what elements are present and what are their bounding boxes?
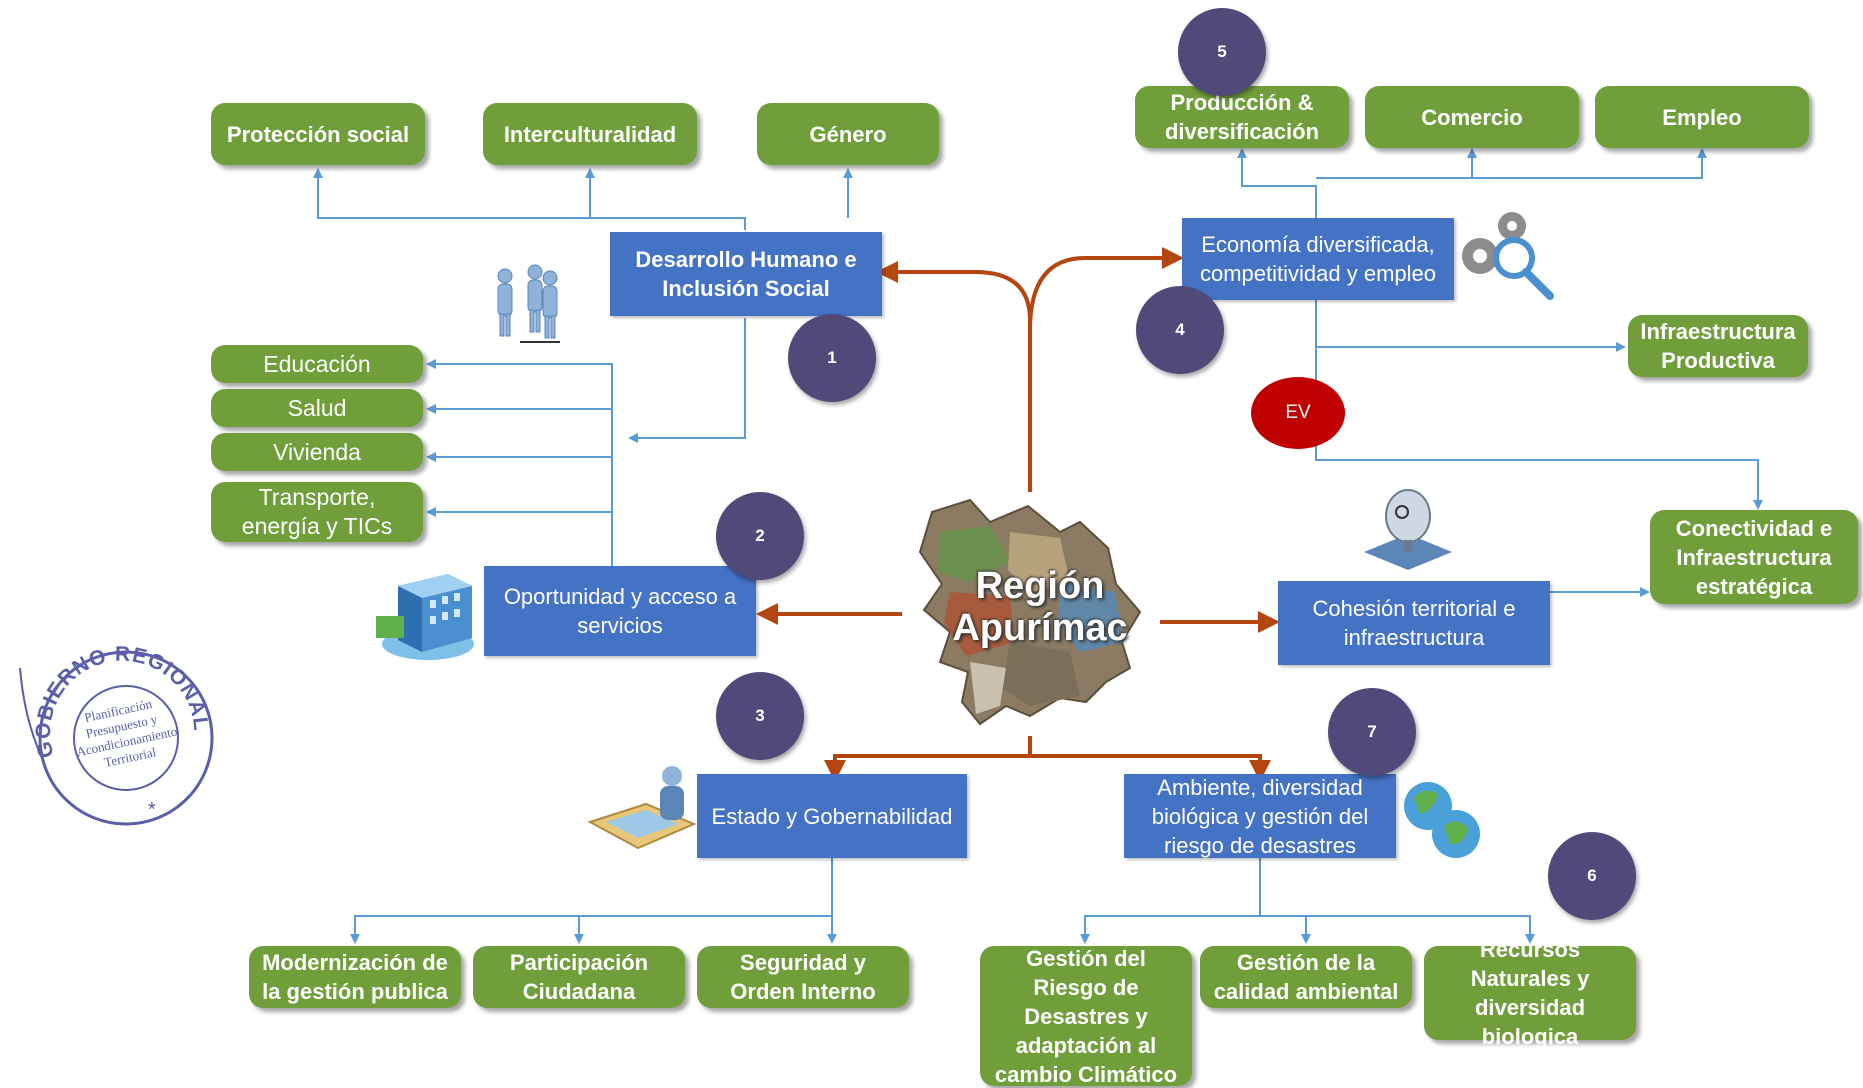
axis-ambiente: Ambiente, diversidad biológica y gestión… xyxy=(1124,774,1396,858)
number-circle-7: 7 xyxy=(1328,688,1416,776)
building-icon xyxy=(376,574,474,660)
number-circle-1: 1 xyxy=(788,314,876,402)
axis-ambiente-label: Ambiente, diversidad biológica y gestión… xyxy=(1151,774,1369,858)
gestion-riesgo-box: Gestión del Riesgo de Desastres y adapta… xyxy=(980,945,1192,1087)
people-group-icon xyxy=(497,264,560,343)
axis-desarrollo-humano: Desarrollo Humano e Inclusión Social xyxy=(610,232,882,316)
infraestructura-productiva-label: Infraestructura Productiva xyxy=(1640,319,1796,373)
genero-box: Género xyxy=(757,103,939,165)
gestion-riesgo-label: Gestión del Riesgo de Desastres y adapta… xyxy=(994,945,1178,1087)
modernizacion-label: Modernización de la gestión publica xyxy=(262,950,448,1004)
axis-desarrollo-humano-label: Desarrollo Humano e Inclusión Social xyxy=(635,247,857,301)
number-7-label: 7 xyxy=(1367,722,1377,741)
official-seal-stamp: GOBIERNO REGIONAL APURIMAC Planificación… xyxy=(18,638,214,826)
number-circle-2: 2 xyxy=(716,492,804,580)
genero-label: Género xyxy=(809,121,887,147)
globes-icon xyxy=(1404,782,1480,858)
number-circle-3: 3 xyxy=(716,672,804,760)
satellite-dish-icon xyxy=(1364,489,1452,570)
axis-estado-gobernabilidad-label: Estado y Gobernabilidad xyxy=(711,803,953,829)
comercio-label: Comercio xyxy=(1421,104,1523,130)
empleo-label: Empleo xyxy=(1662,104,1742,130)
axis-cohesion-territorial: Cohesión territorial e infraestructura xyxy=(1278,581,1550,665)
empleo-box: Empleo xyxy=(1595,86,1809,148)
axis-economia: Economía diversificada, competitividad y… xyxy=(1182,218,1454,300)
number-6-label: 6 xyxy=(1587,866,1597,885)
axis-estado-gobernabilidad: Estado y Gobernabilidad xyxy=(697,774,967,858)
infraestructura-productiva-box: Infraestructura Productiva xyxy=(1628,315,1808,377)
number-2-label: 2 xyxy=(755,526,765,545)
participacion-label: Participación Ciudadana xyxy=(509,950,649,1004)
axis-oportunidad-servicios-label: Oportunidad y acceso a servicios xyxy=(503,584,737,638)
axis-oportunidad-servicios: Oportunidad y acceso a servicios xyxy=(484,566,756,656)
recursos-naturales-box: Recursos Naturales y diversidad biologic… xyxy=(1424,937,1636,1049)
calidad-ambiental-box: Gestión de la calidad ambiental xyxy=(1200,946,1412,1008)
person-with-map-icon xyxy=(587,766,697,850)
seguridad-label: Seguridad y Orden Interno xyxy=(730,950,876,1004)
modernizacion-box: Modernización de la gestión publica xyxy=(249,946,461,1008)
participacion-box: Participación Ciudadana xyxy=(473,946,685,1008)
seguridad-box: Seguridad y Orden Interno xyxy=(697,946,909,1008)
number-1-label: 1 xyxy=(827,348,837,367)
proteccion-social-box: Protección social xyxy=(211,103,425,165)
proteccion-social-label: Protección social xyxy=(226,121,410,147)
gears-magnifier-icon xyxy=(1462,212,1554,300)
number-circle-4: 4 xyxy=(1136,286,1224,374)
transporte-box: Transporte, energía y TICs xyxy=(211,482,423,542)
educacion-label: Educación xyxy=(263,350,371,377)
recursos-naturales-label: Recursos Naturales y diversidad biologic… xyxy=(1470,937,1590,1049)
axis-economia-label: Economía diversificada, competitividad y… xyxy=(1199,232,1436,286)
region-title: Región Apurímac xyxy=(952,565,1128,649)
comercio-box: Comercio xyxy=(1365,86,1579,148)
number-3-label: 3 xyxy=(755,706,765,725)
educacion-box: Educación xyxy=(211,345,423,383)
ev-label: EV xyxy=(1285,402,1311,423)
salud-box: Salud xyxy=(211,389,423,427)
interculturalidad-box: Interculturalidad xyxy=(483,103,697,165)
number-4-label: 4 xyxy=(1175,320,1185,339)
interculturalidad-label: Interculturalidad xyxy=(503,121,677,147)
seal-star: * xyxy=(148,799,156,821)
vivienda-box: Vivienda xyxy=(211,433,423,471)
calidad-ambiental-label: Gestión de la calidad ambiental xyxy=(1213,950,1399,1004)
transporte-label: Transporte, energía y TICs xyxy=(241,484,393,539)
produccion-label: Producción & diversificación xyxy=(1164,90,1320,144)
ev-badge: EV xyxy=(1251,377,1345,449)
number-circle-5: 5 xyxy=(1178,8,1266,96)
vivienda-label: Vivienda xyxy=(273,438,361,465)
axis-cohesion-territorial-label: Cohesión territorial e infraestructura xyxy=(1312,596,1516,650)
region-map-image xyxy=(918,498,1142,726)
conectividad-label: Conectividad e Infraestructura estratégi… xyxy=(1675,515,1833,599)
number-5-label: 5 xyxy=(1217,42,1227,61)
conectividad-box: Conectividad e Infraestructura estratégi… xyxy=(1650,510,1858,604)
number-circle-6: 6 xyxy=(1548,832,1636,920)
salud-label: Salud xyxy=(287,394,347,421)
produccion-box: Producción & diversificación xyxy=(1135,86,1349,148)
